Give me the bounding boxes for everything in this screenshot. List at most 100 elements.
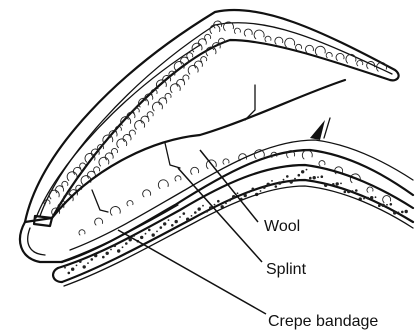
texture-curl [62,181,68,186]
splint-dot [263,186,266,189]
texture-curl [244,29,252,36]
splint-dot [329,184,331,186]
splint-dot [64,267,66,269]
splint-dot [145,233,147,235]
splint-dot [156,231,158,233]
splint-dot [179,216,181,218]
splint-dot [183,212,186,215]
splint-dot [340,183,342,185]
splint [53,165,413,282]
texture-curl [158,180,168,189]
splint-dot [76,265,78,267]
texture-curl [205,34,211,39]
splint-dot [91,258,94,261]
texture-curl [95,218,103,225]
splint-dot [332,183,335,186]
splint-dot [347,190,350,193]
splint-dot [102,256,105,259]
splint-dot [106,252,109,255]
splint-dot [94,254,97,257]
texture-curl [79,230,85,235]
splint-dot [405,210,408,213]
texture-curl [326,52,332,57]
wool-label: Wool [264,218,300,235]
splint-dot [110,249,112,251]
splint-dot [321,175,324,178]
splint-dot [290,180,293,183]
splint-label: Splint [266,261,307,278]
splint-dot [286,175,289,178]
texture-curl [123,135,131,142]
splint-dot [317,176,319,178]
splint-dot [267,183,270,186]
splint-dot [237,192,239,194]
splint-dot [168,219,170,221]
texture-curl [210,25,220,34]
splint-dot [206,210,209,213]
splint-dot [393,211,396,214]
splint-dot [140,236,143,239]
splint-dot [83,265,86,268]
splint-dot [324,184,327,187]
splint-dot [378,204,381,207]
splint-dot [363,198,365,200]
splint-dot [133,235,135,237]
texture-curl [105,153,113,160]
splint-dot [309,177,312,180]
texture-curl [135,121,145,130]
splint-dot [355,189,358,192]
splint-dot [294,178,296,180]
splint-dot [152,233,155,236]
texture-curl [117,139,127,148]
crepe-bandage-label: Crepe bandage [268,313,378,330]
splint-dot [382,204,385,207]
texture-curl [170,84,180,93]
splint-dot [225,203,227,205]
texture-curl [49,190,59,199]
splint-dot [175,220,178,223]
dorsal-dressing [25,10,399,222]
texture-curl [357,61,363,66]
splint-dot [198,207,201,210]
texture-curl [111,149,117,154]
splint-dot [367,197,370,200]
texture-curl [296,44,302,49]
splint-dot [398,212,400,214]
splint-dot [336,182,339,185]
splint-dot [283,179,285,181]
texture-curl [188,65,198,74]
splint-dot [386,204,388,206]
splint-dot [217,200,220,203]
texture-curl [141,116,149,123]
splint-dot [114,245,117,248]
texture-curl [147,112,153,117]
splint-dot [125,242,128,245]
texture-curl [187,53,193,58]
splint-dot [71,268,74,271]
splint-dot [370,196,373,199]
splint-dot [301,170,304,173]
splint-dot [163,222,166,225]
texture-curl [275,37,283,44]
splint-dot [68,272,71,275]
splint-dot [117,249,120,252]
texture-curl [177,79,185,86]
texture-curl [143,190,151,197]
splint-dot [191,215,193,217]
texture-curl [94,167,100,172]
texture-curl [265,36,271,41]
splint-dot [275,185,278,188]
splint-dot [390,203,393,206]
texture-curl [127,201,133,206]
texture-curl [234,28,240,33]
splint-dot [160,226,163,229]
texture-curl [194,61,202,68]
splint-dot [129,238,132,241]
splint-dot [278,181,281,184]
texture-curl [254,30,264,39]
splint-dot [232,195,235,198]
splint-dot [87,262,89,264]
texture-curl [159,98,167,105]
splint-dot [148,229,151,232]
